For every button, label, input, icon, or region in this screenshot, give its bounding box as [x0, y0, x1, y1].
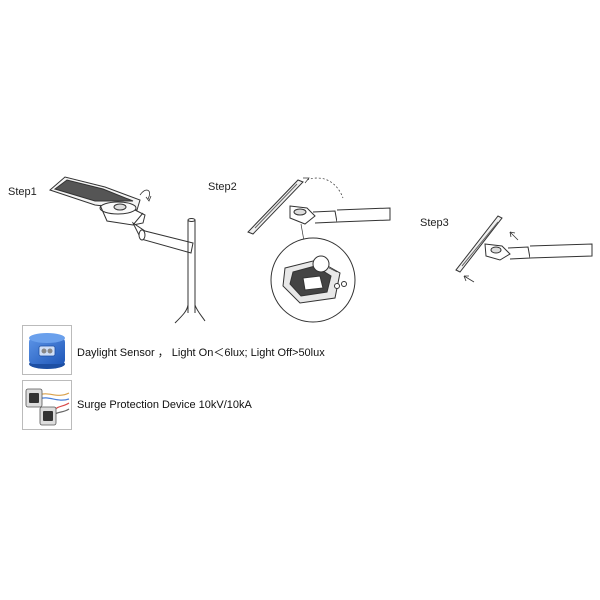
step1-install-drawing — [49, 176, 206, 324]
lamp-head — [49, 176, 146, 226]
rotate-arrow — [139, 189, 150, 200]
detail-circle — [270, 237, 356, 323]
surge-protector-box — [22, 380, 72, 430]
surge-protector-spec: Surge Protection Device 10kV/10kA — [77, 399, 252, 411]
tilted-lamp — [247, 179, 391, 235]
step3-install-drawing — [455, 215, 593, 283]
daylight-sensor-spec: Daylight Sensor ， Light On＜6lux; Light O… — [77, 347, 325, 359]
step2-install-drawing — [247, 177, 391, 323]
daylight-sensor-box — [22, 325, 72, 375]
step2-label: Step2 — [208, 181, 237, 193]
step1-label: Step1 — [8, 186, 37, 198]
tilted-lamp — [455, 215, 593, 273]
angle-arc — [306, 177, 344, 199]
pole-arm — [131, 221, 194, 254]
surge-protector-icon — [25, 388, 70, 426]
daylight-sensor-icon — [29, 333, 65, 369]
step3-label: Step3 — [420, 217, 449, 229]
adjust-arrows — [463, 231, 519, 283]
vertical-pole — [174, 218, 206, 324]
